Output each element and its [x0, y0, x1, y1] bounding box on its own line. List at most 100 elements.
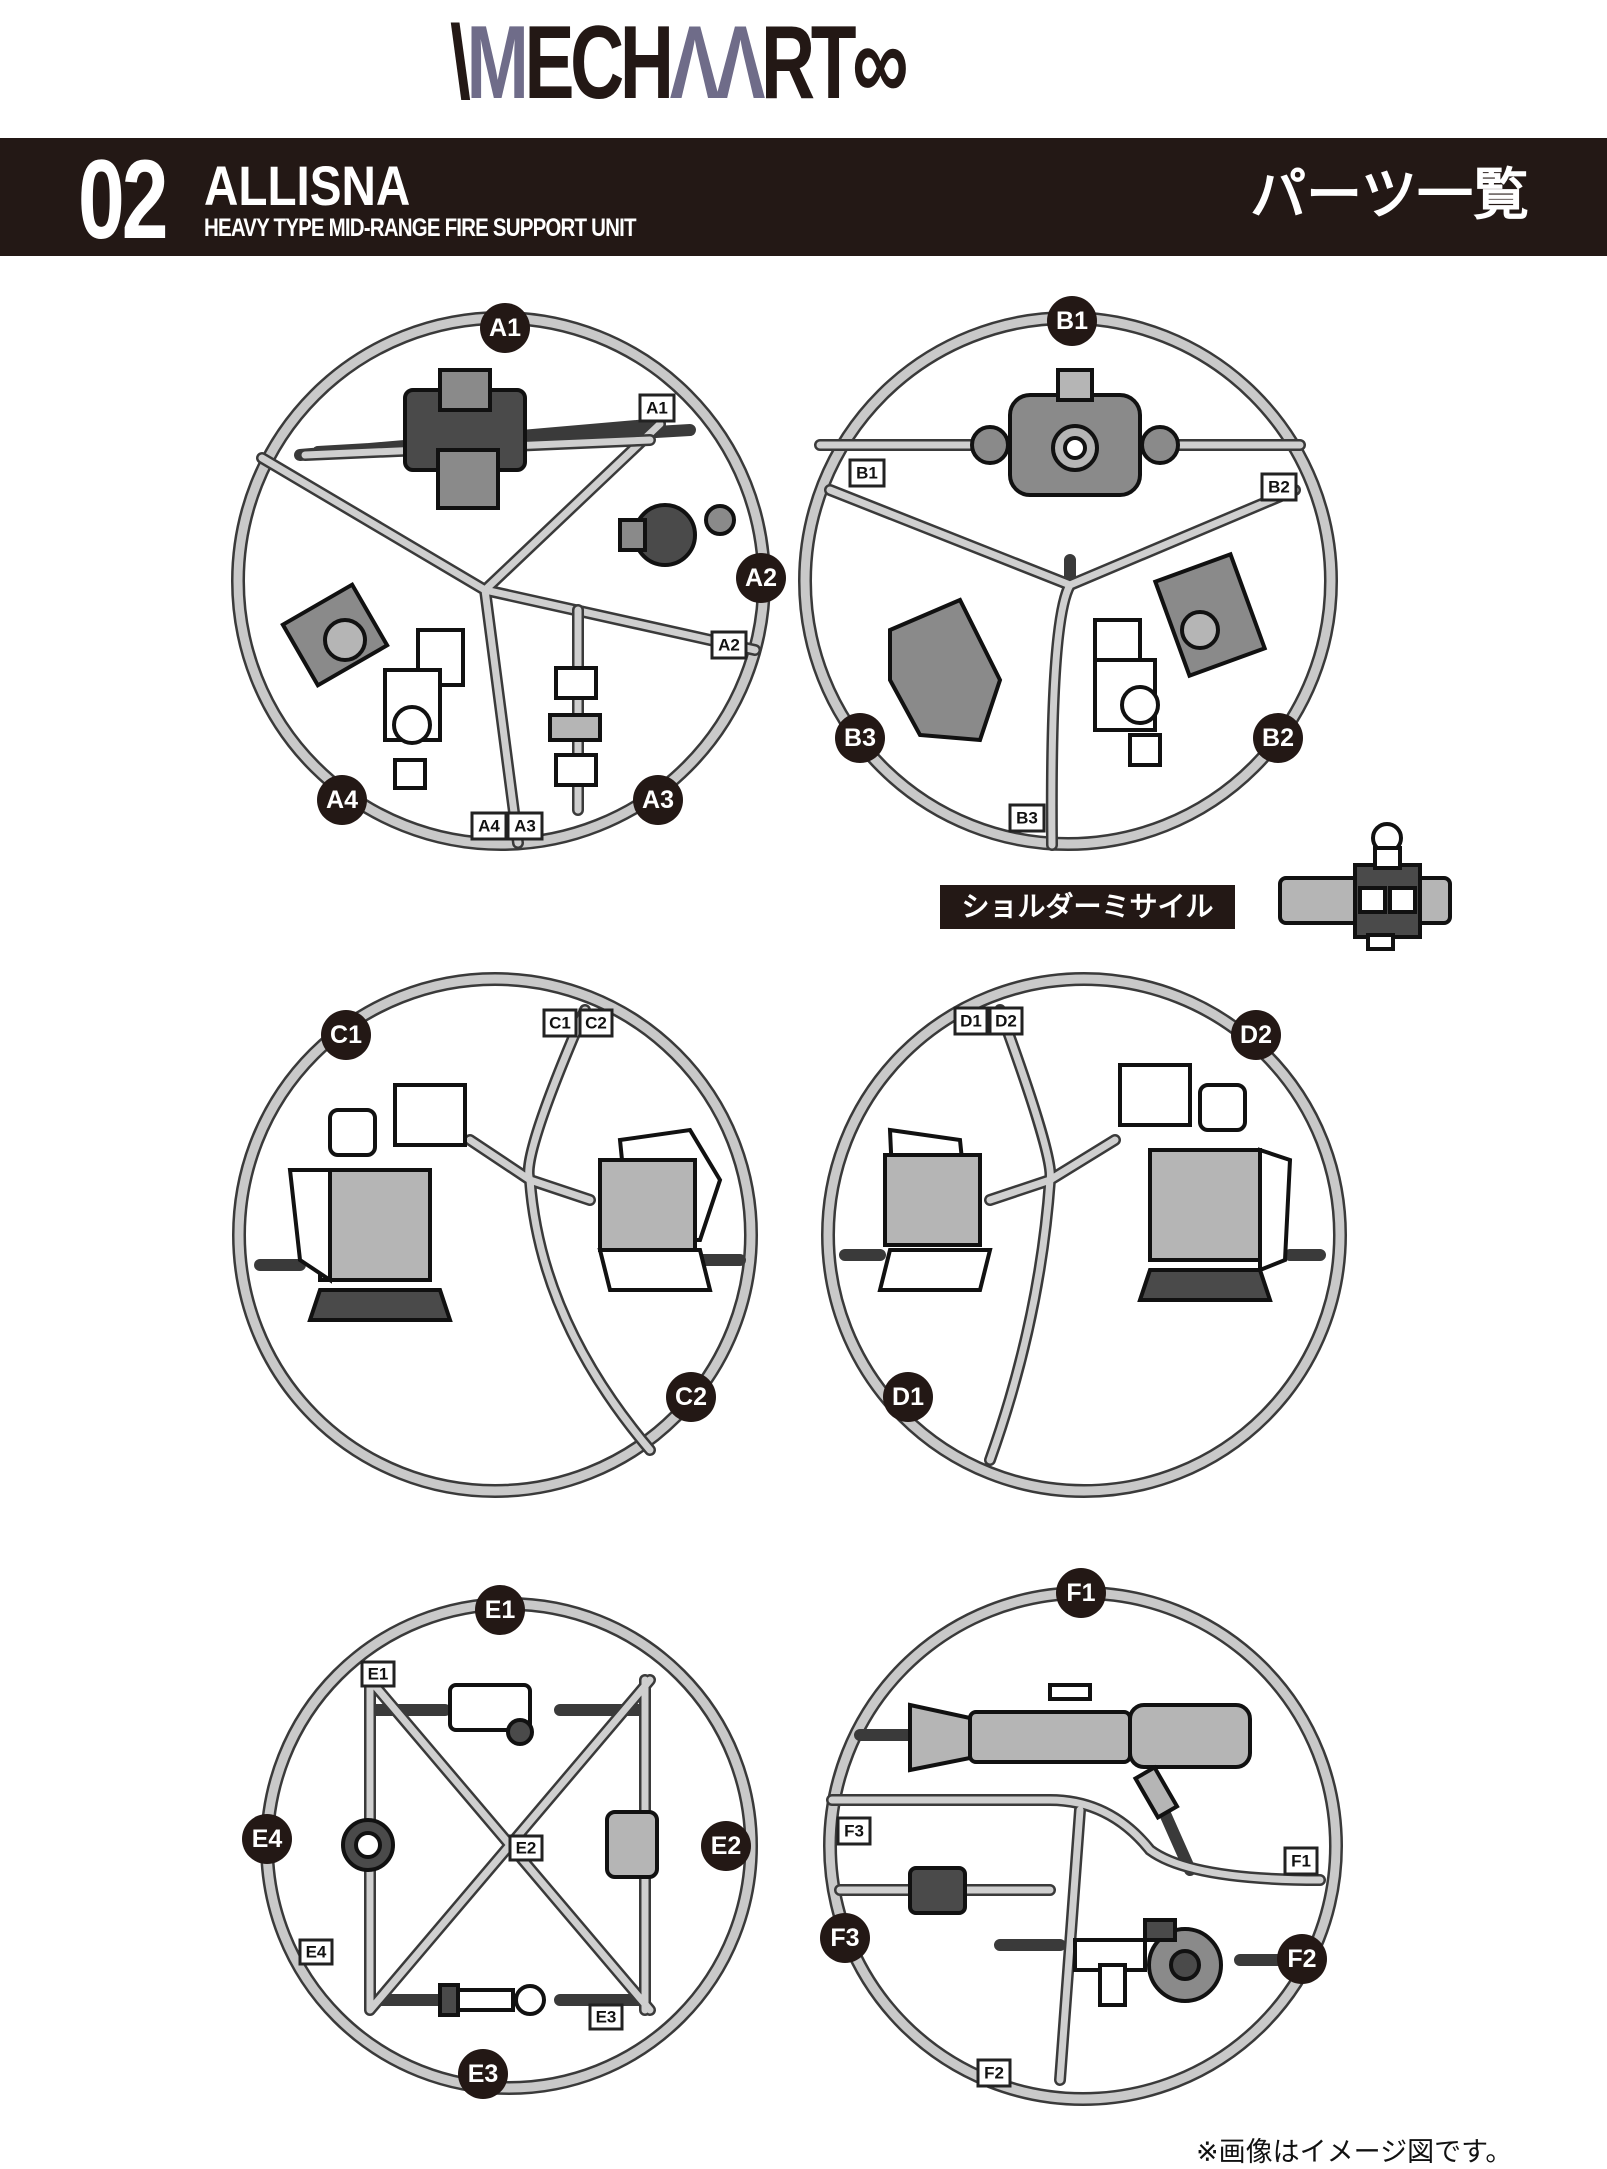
- gate-tag: F1: [1283, 1846, 1319, 1876]
- runner-label-a1: A1: [480, 303, 530, 353]
- svg-text:B1: B1: [856, 464, 878, 483]
- part-e4: [341, 1818, 395, 1872]
- title-band: 02 ALLISNA HEAVY TYPE MID-RANGE FIRE SUP…: [0, 138, 1607, 256]
- runner-label-c2: C2: [666, 1372, 716, 1422]
- svg-text:D2: D2: [1240, 1021, 1272, 1049]
- part-c2-armor: [597, 1127, 723, 1292]
- runner-label-e1: E1: [475, 1585, 525, 1635]
- svg-text:B2: B2: [1268, 478, 1290, 497]
- runner-label-f3: F3: [820, 1913, 870, 1963]
- runner-b: B1 B2 B3 B1 B2 B3: [798, 296, 1338, 851]
- svg-text:A1: A1: [646, 399, 668, 418]
- gate-tag: A4: [470, 811, 508, 841]
- image-disclaimer: ※画像はイメージ図です。: [1196, 2137, 1513, 2168]
- svg-text:F3: F3: [830, 1924, 859, 1952]
- svg-text:A3: A3: [514, 817, 536, 836]
- svg-text:F3: F3: [844, 1822, 864, 1841]
- gate-tag: E4: [298, 1938, 334, 1966]
- runner-label-e4: E4: [242, 1814, 292, 1864]
- part-f3-joint: [908, 1866, 967, 1915]
- part-c1-chest: [287, 1083, 467, 1322]
- part-e3: [438, 1983, 546, 2017]
- runner-label-b2: B2: [1253, 713, 1303, 763]
- svg-text:E1: E1: [485, 1596, 516, 1624]
- svg-text:E4: E4: [306, 1943, 327, 1962]
- part-b3-shell: [888, 597, 1003, 743]
- model-name: ALLISNA: [204, 154, 411, 217]
- part-a4-arm: [280, 581, 465, 790]
- logo-part: ΛΛ: [669, 5, 766, 121]
- svg-text:F2: F2: [1287, 1945, 1316, 1973]
- shoulder-missile-label: ショルダーミサイル: [940, 885, 1235, 929]
- runner-label-f2: F2: [1277, 1934, 1327, 1984]
- svg-text:A4: A4: [478, 817, 500, 836]
- svg-text:E3: E3: [596, 2008, 617, 2027]
- gate-tag: F3: [836, 1816, 872, 1846]
- svg-text:A2: A2: [745, 564, 777, 592]
- part-b1-torso: [970, 368, 1180, 497]
- runner-label-a3: A3: [633, 775, 683, 825]
- gate-tag: D2: [988, 1006, 1024, 1036]
- part-e1: [448, 1683, 534, 1746]
- gate-tag: E1: [360, 1660, 396, 1688]
- svg-text:C2: C2: [675, 1383, 707, 1411]
- part-f2-gun: [1073, 1918, 1223, 2007]
- svg-text:D1: D1: [960, 1012, 982, 1031]
- svg-text:C1: C1: [330, 1021, 362, 1049]
- gate-tag: B1: [848, 458, 886, 488]
- part-a1-head: [403, 368, 527, 510]
- gate-tag: B3: [1008, 803, 1046, 833]
- gate-tag: C2: [578, 1008, 614, 1038]
- gate-tag: A2: [710, 630, 748, 660]
- svg-text:E1: E1: [368, 1665, 389, 1684]
- runner-d: D1 D2 D2 D1: [821, 972, 1347, 1498]
- model-subtitle: HEAVY TYPE MID-RANGE FIRE SUPPORT UNIT: [204, 214, 636, 242]
- runner-label-b3: B3: [835, 713, 885, 763]
- infinity-icon: ∞: [852, 1, 909, 124]
- runner-label-f1: F1: [1056, 1568, 1106, 1618]
- runner-label-e2: E2: [701, 1821, 751, 1871]
- svg-text:B3: B3: [844, 724, 876, 752]
- runner-c: C1 C2 C1 C2: [232, 972, 758, 1498]
- part-f1-bazooka: [908, 1683, 1252, 1821]
- gate-tag: E3: [588, 2003, 624, 2031]
- logo-part: \: [450, 5, 471, 121]
- svg-text:D2: D2: [995, 1012, 1017, 1031]
- svg-text:E3: E3: [468, 2060, 499, 2088]
- svg-text:A1: A1: [489, 314, 521, 342]
- logo-part: ECH: [524, 5, 674, 121]
- runner-label-b1: B1: [1047, 296, 1097, 346]
- svg-text:F1: F1: [1066, 1579, 1095, 1607]
- runner-f: F1 F2 F3 F1 F2 F3: [820, 1568, 1343, 2106]
- part-a3-joint: [548, 666, 602, 787]
- svg-text:B2: B2: [1262, 724, 1294, 752]
- part-d1-armor: [877, 1127, 993, 1292]
- runner-label-e3: E3: [458, 2049, 508, 2099]
- gate-tag: A3: [506, 811, 544, 841]
- shoulder-missile-part: [1278, 822, 1452, 951]
- svg-text:C2: C2: [585, 1014, 607, 1033]
- svg-text:E2: E2: [711, 1832, 742, 1860]
- svg-text:F1: F1: [1291, 1852, 1311, 1871]
- gate-tag: E2: [508, 1834, 544, 1862]
- svg-text:E2: E2: [516, 1839, 537, 1858]
- gate-tag: A1: [638, 393, 676, 423]
- svg-text:B1: B1: [1056, 307, 1088, 335]
- gate-tag: C1: [542, 1008, 578, 1038]
- svg-text:D1: D1: [892, 1383, 924, 1411]
- brand-logo: \ M ECH ΛΛ RT ∞: [450, 1, 909, 124]
- svg-text:E4: E4: [252, 1825, 283, 1853]
- runner-label-d2: D2: [1231, 1010, 1281, 1060]
- svg-text:A4: A4: [326, 786, 358, 814]
- svg-text:F2: F2: [984, 2064, 1004, 2083]
- gate-tag: F2: [976, 2058, 1012, 2088]
- runner-label-c1: C1: [321, 1010, 371, 1060]
- runner-a: A1 A2 A4 A3 A1 A2 A3 A4: [231, 303, 786, 851]
- logo-part: RT: [760, 5, 856, 121]
- gate-tag: D1: [953, 1006, 989, 1036]
- runner-e: E1 E2 E3 E4 E1 E2 E3 E4: [242, 1585, 758, 2099]
- runner-label-d1: D1: [883, 1372, 933, 1422]
- svg-text:A2: A2: [718, 636, 740, 655]
- runner-label-a4: A4: [317, 775, 367, 825]
